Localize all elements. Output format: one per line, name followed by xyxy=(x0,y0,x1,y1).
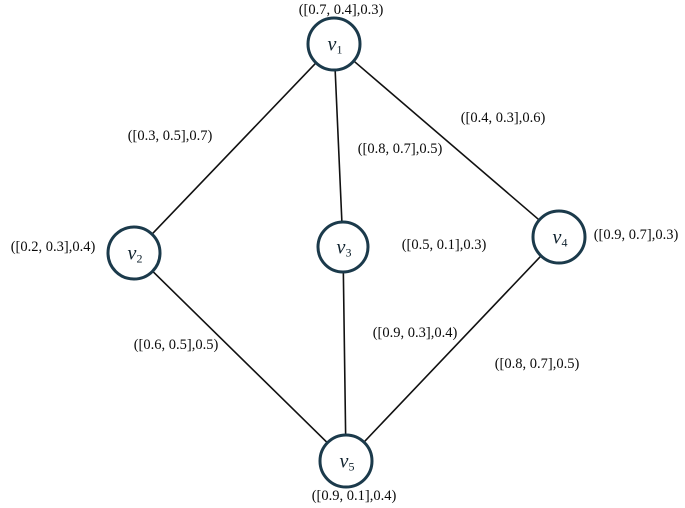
edge-label-v1-v4: ([0.4, 0.3],0.6) xyxy=(460,109,546,126)
node-annotation-v5: ([0.9, 0.1],0.4) xyxy=(311,487,397,504)
edge-label-v4-v5: ([0.8, 0.7],0.5) xyxy=(494,355,580,372)
node-annotation-v3: ([0.5, 0.1],0.3) xyxy=(401,236,487,253)
graph-node-v4 xyxy=(531,209,587,265)
graph-edge-v4-v5 xyxy=(363,255,542,443)
graph-edge-v1-v2 xyxy=(151,61,317,236)
graph-edge-v2-v5 xyxy=(151,270,329,444)
graph-node-v1 xyxy=(306,16,362,72)
graph-edge-v1-v3 xyxy=(334,69,343,223)
graph-edge-v1-v4 xyxy=(352,60,541,221)
edge-layer xyxy=(151,60,542,444)
node-layer xyxy=(106,16,587,489)
node-annotation-v1: ([0.7, 0.4],0.3) xyxy=(298,1,384,18)
edge-label-v2-v5: ([0.6, 0.5],0.5) xyxy=(133,336,219,353)
node-annotation-v4: ([0.9, 0.7],0.3) xyxy=(593,226,679,243)
node-annotation-v2: ([0.2, 0.3],0.4) xyxy=(10,238,96,255)
graph-edge-v3-v5 xyxy=(342,271,347,436)
graph-node-v3 xyxy=(316,220,370,274)
edge-label-v3-v5: ([0.9, 0.3],0.4) xyxy=(372,324,458,341)
graph-node-v2 xyxy=(106,225,162,281)
edge-label-v1-v3: ([0.8, 0.7],0.5) xyxy=(357,140,443,157)
graph-node-v5 xyxy=(318,433,374,489)
edge-label-v1-v2: ([0.3, 0.5],0.7) xyxy=(127,127,213,144)
